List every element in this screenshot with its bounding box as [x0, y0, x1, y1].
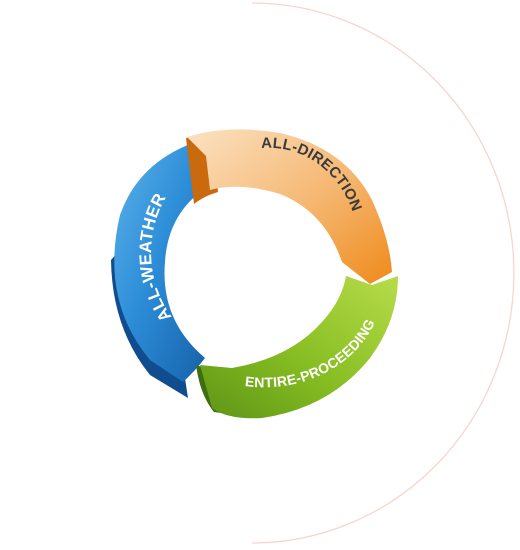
segment-all-direction-face: [187, 129, 392, 284]
segment-entire-proceeding: ENTIRE-PROCEEDING: [196, 276, 398, 419]
segment-all-direction: ALL-DIRECTION: [186, 129, 392, 284]
segment-all-weather-face: [114, 139, 212, 382]
segment-entire-proceeding-face: [200, 276, 398, 419]
guide-arc: [251, 2, 515, 544]
